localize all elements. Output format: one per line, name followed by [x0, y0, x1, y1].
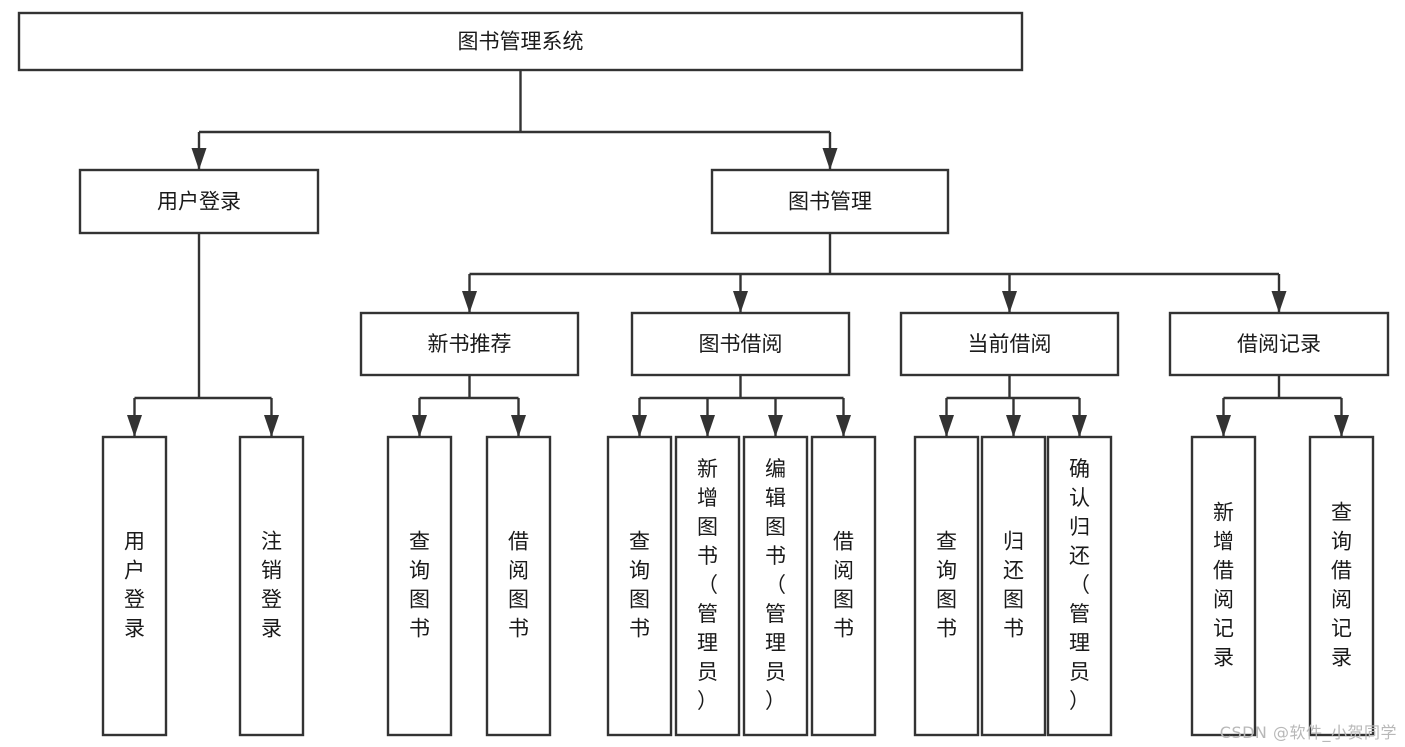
node-label-book-borrow: 图书借阅	[699, 332, 783, 356]
node-label-leaf-query-book-current: 查询图书	[936, 530, 957, 641]
node-leaf-confirm-return-admin[interactable]: 确认归还（管理员）	[1046, 435, 1113, 737]
arrow-head-icon	[1334, 415, 1349, 437]
node-leaf-add-book-admin[interactable]: 新增图书（管理员）	[674, 435, 741, 737]
node-box-leaf-query-book-current	[913, 435, 980, 737]
node-box-new-book-recommend	[359, 311, 580, 377]
arrow-head-icon	[700, 415, 715, 437]
node-box-current-borrow	[899, 311, 1120, 377]
arrow-head-icon	[1072, 415, 1087, 437]
node-leaf-user-logout[interactable]: 注销登录	[238, 435, 305, 737]
node-box-leaf-add-book-admin	[674, 435, 741, 737]
node-box-leaf-query-borrow-record	[1308, 435, 1375, 737]
arrow-head-icon	[733, 291, 748, 313]
node-box-user-login	[78, 168, 320, 235]
node-root[interactable]: 图书管理系统	[17, 11, 1024, 72]
node-leaf-edit-book-admin[interactable]: 编辑图书（管理员）	[742, 435, 809, 737]
node-box-book-borrow	[630, 311, 851, 377]
arrow-head-icon	[127, 415, 142, 437]
node-label-leaf-query-book-rec: 查询图书	[409, 530, 430, 641]
node-label-user-login: 用户登录	[157, 190, 241, 214]
arrow-head-icon	[191, 148, 207, 170]
node-box-borrow-records	[1168, 311, 1390, 377]
node-label-root: 图书管理系统	[458, 30, 584, 54]
node-box-leaf-query-book-rec	[386, 435, 453, 737]
node-leaf-borrow-book[interactable]: 借阅图书	[810, 435, 877, 737]
arrow-head-icon	[264, 415, 279, 437]
node-book-management[interactable]: 图书管理	[710, 168, 950, 235]
arrow-head-icon	[822, 148, 838, 170]
arrow-head-icon	[939, 415, 954, 437]
node-label-leaf-user-logout: 注销登录	[261, 530, 282, 641]
node-box-leaf-confirm-return-admin	[1046, 435, 1113, 737]
arrow-head-icon	[1002, 291, 1017, 313]
node-box-leaf-borrow-book-rec	[485, 435, 552, 737]
node-label-book-management: 图书管理	[788, 190, 872, 214]
node-box-leaf-user-logout	[238, 435, 305, 737]
node-label-leaf-return-book: 归还图书	[1003, 530, 1024, 641]
node-box-leaf-borrow-book	[810, 435, 877, 737]
arrow-head-icon	[632, 415, 647, 437]
node-label-leaf-add-book-admin: 新增图书（管理员）	[697, 457, 718, 713]
node-box-book-management	[710, 168, 950, 235]
node-leaf-query-borrow-record[interactable]: 查询借阅记录	[1308, 435, 1375, 737]
node-label-leaf-query-book-borrow: 查询图书	[629, 530, 650, 641]
node-box-leaf-user-login	[101, 435, 168, 737]
arrow-head-icon	[836, 415, 851, 437]
node-leaf-borrow-book-rec[interactable]: 借阅图书	[485, 435, 552, 737]
node-label-leaf-user-login: 用户登录	[124, 530, 145, 641]
node-label-leaf-borrow-book: 借阅图书	[833, 530, 854, 641]
arrow-head-icon	[768, 415, 783, 437]
arrow-head-icon	[1271, 291, 1287, 313]
arrow-head-icon	[412, 415, 427, 437]
node-book-borrow[interactable]: 图书借阅	[630, 311, 851, 377]
arrow-head-icon	[462, 291, 477, 313]
node-box-root	[17, 11, 1024, 72]
node-leaf-query-book-rec[interactable]: 查询图书	[386, 435, 453, 737]
arrow-head-icon	[1216, 415, 1231, 437]
arrow-head-icon	[511, 415, 526, 437]
node-box-leaf-edit-book-admin	[742, 435, 809, 737]
node-leaf-add-borrow-record[interactable]: 新增借阅记录	[1190, 435, 1257, 737]
node-user-login[interactable]: 用户登录	[78, 168, 320, 235]
node-box-leaf-add-borrow-record	[1190, 435, 1257, 737]
node-boxes: 图书管理系统用户登录图书管理新书推荐图书借阅当前借阅借阅记录用户登录注销登录查询…	[17, 11, 1390, 737]
node-label-leaf-confirm-return-admin: 确认归还（管理员）	[1069, 457, 1090, 713]
node-new-book-recommend[interactable]: 新书推荐	[359, 311, 580, 377]
node-current-borrow[interactable]: 当前借阅	[899, 311, 1120, 377]
node-label-leaf-borrow-book-rec: 借阅图书	[508, 530, 529, 641]
node-label-new-book-recommend: 新书推荐	[428, 332, 512, 356]
node-label-borrow-records: 借阅记录	[1237, 332, 1321, 356]
connector-lines	[127, 70, 1349, 437]
arrow-head-icon	[1006, 415, 1021, 437]
csdn-watermark: CSDN @软件_小贺同学	[1219, 723, 1397, 742]
node-box-leaf-return-book	[980, 435, 1047, 737]
node-borrow-records[interactable]: 借阅记录	[1168, 311, 1390, 377]
node-label-leaf-add-borrow-record: 新增借阅记录	[1213, 501, 1234, 670]
node-label-leaf-edit-book-admin: 编辑图书（管理员）	[765, 457, 786, 713]
node-leaf-query-book-borrow[interactable]: 查询图书	[606, 435, 673, 737]
node-label-leaf-query-borrow-record: 查询借阅记录	[1331, 501, 1352, 670]
node-box-leaf-query-book-borrow	[606, 435, 673, 737]
node-leaf-return-book[interactable]: 归还图书	[980, 435, 1047, 737]
node-label-current-borrow: 当前借阅	[968, 332, 1052, 356]
node-leaf-user-login[interactable]: 用户登录	[101, 435, 168, 737]
node-leaf-query-book-current[interactable]: 查询图书	[913, 435, 980, 737]
